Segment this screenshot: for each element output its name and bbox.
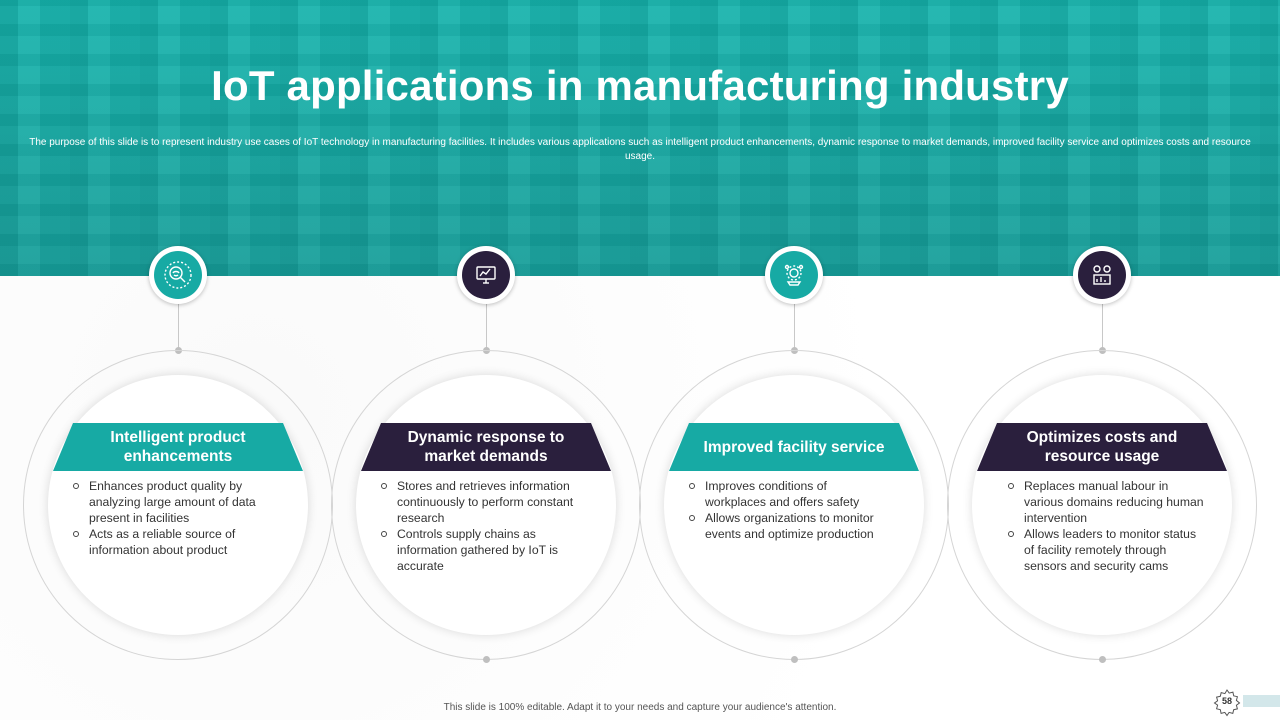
connector-line bbox=[178, 304, 179, 350]
connector-line bbox=[1102, 304, 1103, 350]
brain-magnifier-icon bbox=[154, 251, 202, 299]
bullet-item: Allows organizations to monitor events a… bbox=[687, 510, 887, 542]
bullet-item: Allows leaders to monitor status of faci… bbox=[1006, 526, 1206, 574]
inner-circle bbox=[356, 375, 616, 635]
inner-circle bbox=[972, 375, 1232, 635]
page-number: 58 bbox=[1221, 696, 1232, 706]
icon-badge bbox=[1073, 246, 1131, 304]
connector-dot bbox=[791, 656, 798, 663]
bullet-item: Replaces manual labour in various domain… bbox=[1006, 478, 1206, 526]
bullet-item: Acts as a reliable source of information… bbox=[71, 526, 271, 558]
icon-badge bbox=[765, 246, 823, 304]
card-title: Dynamic response to market demands bbox=[361, 423, 611, 471]
inner-circle bbox=[664, 375, 924, 635]
gears-chart-icon bbox=[1078, 251, 1126, 299]
bullet-list: Improves conditions of workplaces and of… bbox=[687, 478, 887, 542]
connector-line bbox=[486, 304, 487, 350]
monitor-analytics-icon bbox=[462, 251, 510, 299]
gear-hand-icon bbox=[770, 251, 818, 299]
bullet-list: Enhances product quality by analyzing la… bbox=[71, 478, 271, 558]
card-title: Improved facility service bbox=[669, 423, 919, 471]
footer-note: This slide is 100% editable. Adapt it to… bbox=[443, 702, 837, 713]
gear-badge-icon bbox=[1213, 689, 1241, 717]
card-title: Intelligent product enhancements bbox=[53, 423, 303, 471]
bullet-list: Replaces manual labour in various domain… bbox=[1006, 478, 1206, 574]
connector-line bbox=[794, 304, 795, 350]
icon-badge bbox=[457, 246, 515, 304]
slide-title: IoT applications in manufacturing indust… bbox=[211, 62, 1069, 109]
connector-dot bbox=[483, 656, 490, 663]
page-accent-bar bbox=[1243, 695, 1280, 707]
slide-subtitle: The purpose of this slide is to represen… bbox=[29, 137, 1251, 162]
header-band bbox=[0, 0, 1280, 276]
icon-badge bbox=[149, 246, 207, 304]
bullet-item: Improves conditions of workplaces and of… bbox=[687, 478, 887, 510]
connector-dot bbox=[1099, 656, 1106, 663]
bullet-item: Controls supply chains as information ga… bbox=[379, 526, 579, 574]
bullet-item: Enhances product quality by analyzing la… bbox=[71, 478, 271, 526]
inner-circle bbox=[48, 375, 308, 635]
bullet-item: Stores and retrieves information continu… bbox=[379, 478, 579, 526]
card-title: Optimizes costs and resource usage bbox=[977, 423, 1227, 471]
bullet-list: Stores and retrieves information continu… bbox=[379, 478, 579, 574]
